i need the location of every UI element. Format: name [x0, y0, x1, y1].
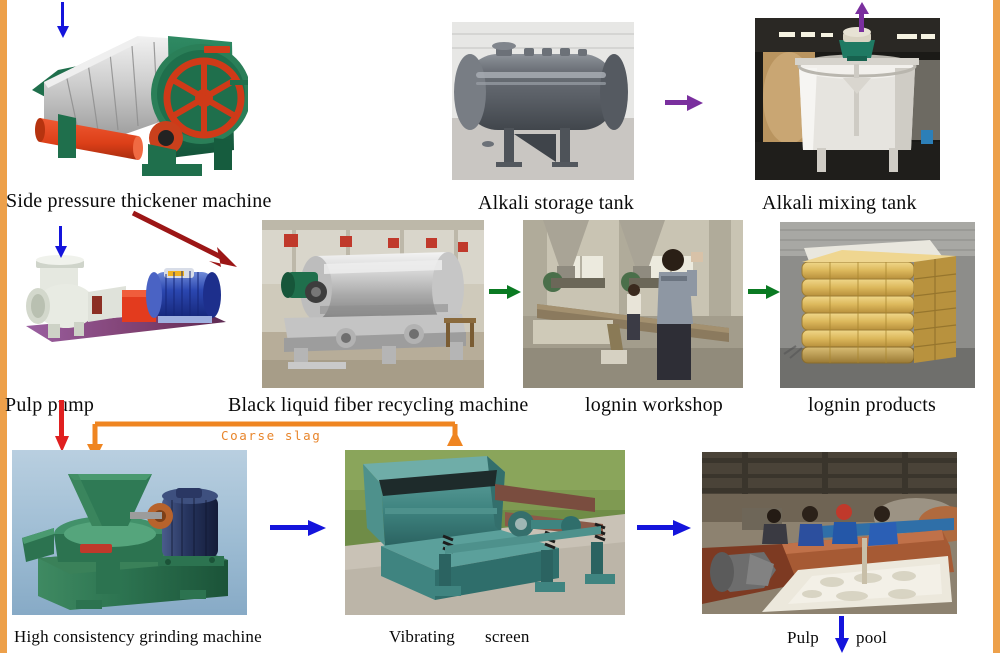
- arrow-orange-coarse-slag-return: [87, 421, 463, 460]
- lognin-products-illustration: [780, 222, 975, 388]
- photo-lognin-workshop: [523, 220, 743, 388]
- caption-lognin-workshop: lognin workshop: [585, 394, 723, 416]
- frame-bar-right: [993, 0, 1000, 653]
- caption-lognin-products: lognin products: [808, 394, 936, 416]
- arrow-blue-right-grinder-to-screen: [270, 520, 328, 536]
- black-liquid-fiber-recycling-illustration: [262, 220, 484, 388]
- arrow-green-right-workshop-to-products: [748, 285, 782, 299]
- caption-pool: pool: [856, 628, 888, 647]
- photo-alkali-storage-tank: [452, 22, 634, 180]
- arrow-darkred-diagonal-thickener-to-pump: [131, 210, 237, 267]
- frame-bar-left: [0, 0, 7, 653]
- arrow-blue-down-into-pulp-pump: [55, 226, 67, 258]
- alkali-storage-tank-illustration: [452, 22, 634, 180]
- caption-alkali-storage-tank: Alkali storage tank: [478, 192, 634, 214]
- lognin-workshop-illustration: [523, 220, 743, 388]
- arrow-blue-down-pulp-pool-out: [835, 616, 849, 653]
- photo-high-consistency-grinding-machine: [12, 450, 247, 615]
- label-coarse-slag: Coarse slag: [221, 428, 322, 443]
- pulp-pool-illustration: [702, 452, 957, 614]
- photo-alkali-mixing-tank: [755, 18, 940, 180]
- caption-black-liquid-fiber-recycling: Black liquid fiber recycling machine: [228, 394, 529, 416]
- vibrating-screen-illustration: [345, 450, 625, 615]
- caption-vibrating: Vibrating: [389, 627, 455, 646]
- caption-alkali-mixing-tank: Alkali mixing tank: [762, 192, 917, 214]
- arrow-blue-down-into-thickener: [57, 2, 69, 38]
- photo-vibrating-screen: [345, 450, 625, 615]
- photo-lognin-products: [780, 222, 975, 388]
- photo-pulp-pump: [18, 238, 233, 360]
- arrow-purple-up-from-mixing-tank: [855, 2, 869, 32]
- arrow-green-right-recycling-to-workshop: [489, 285, 523, 299]
- arrow-red-down-pulp-pump-to-grinder: [55, 400, 69, 452]
- caption-screen: screen: [485, 627, 530, 646]
- caption-high-consistency-grinding-machine: High consistency grinding machine: [14, 627, 262, 646]
- caption-pulp: Pulp: [787, 628, 819, 647]
- arrow-purple-right-storage-to-mixing: [665, 95, 705, 111]
- alkali-mixing-tank-illustration: [755, 18, 940, 180]
- photo-black-liquid-fiber-recycling: [262, 220, 484, 388]
- high-consistency-grinding-illustration: [12, 450, 247, 615]
- pulp-pump-illustration: [18, 238, 233, 360]
- caption-pulp-pump: Pulp pump: [5, 394, 95, 416]
- caption-side-pressure-thickener: Side pressure thickener machine: [6, 190, 272, 212]
- arrow-blue-right-screen-to-pool: [637, 520, 693, 536]
- photo-pulp-pool: [702, 452, 957, 614]
- side-pressure-thickener-illustration: [18, 18, 248, 178]
- photo-side-pressure-thickener: [18, 18, 248, 178]
